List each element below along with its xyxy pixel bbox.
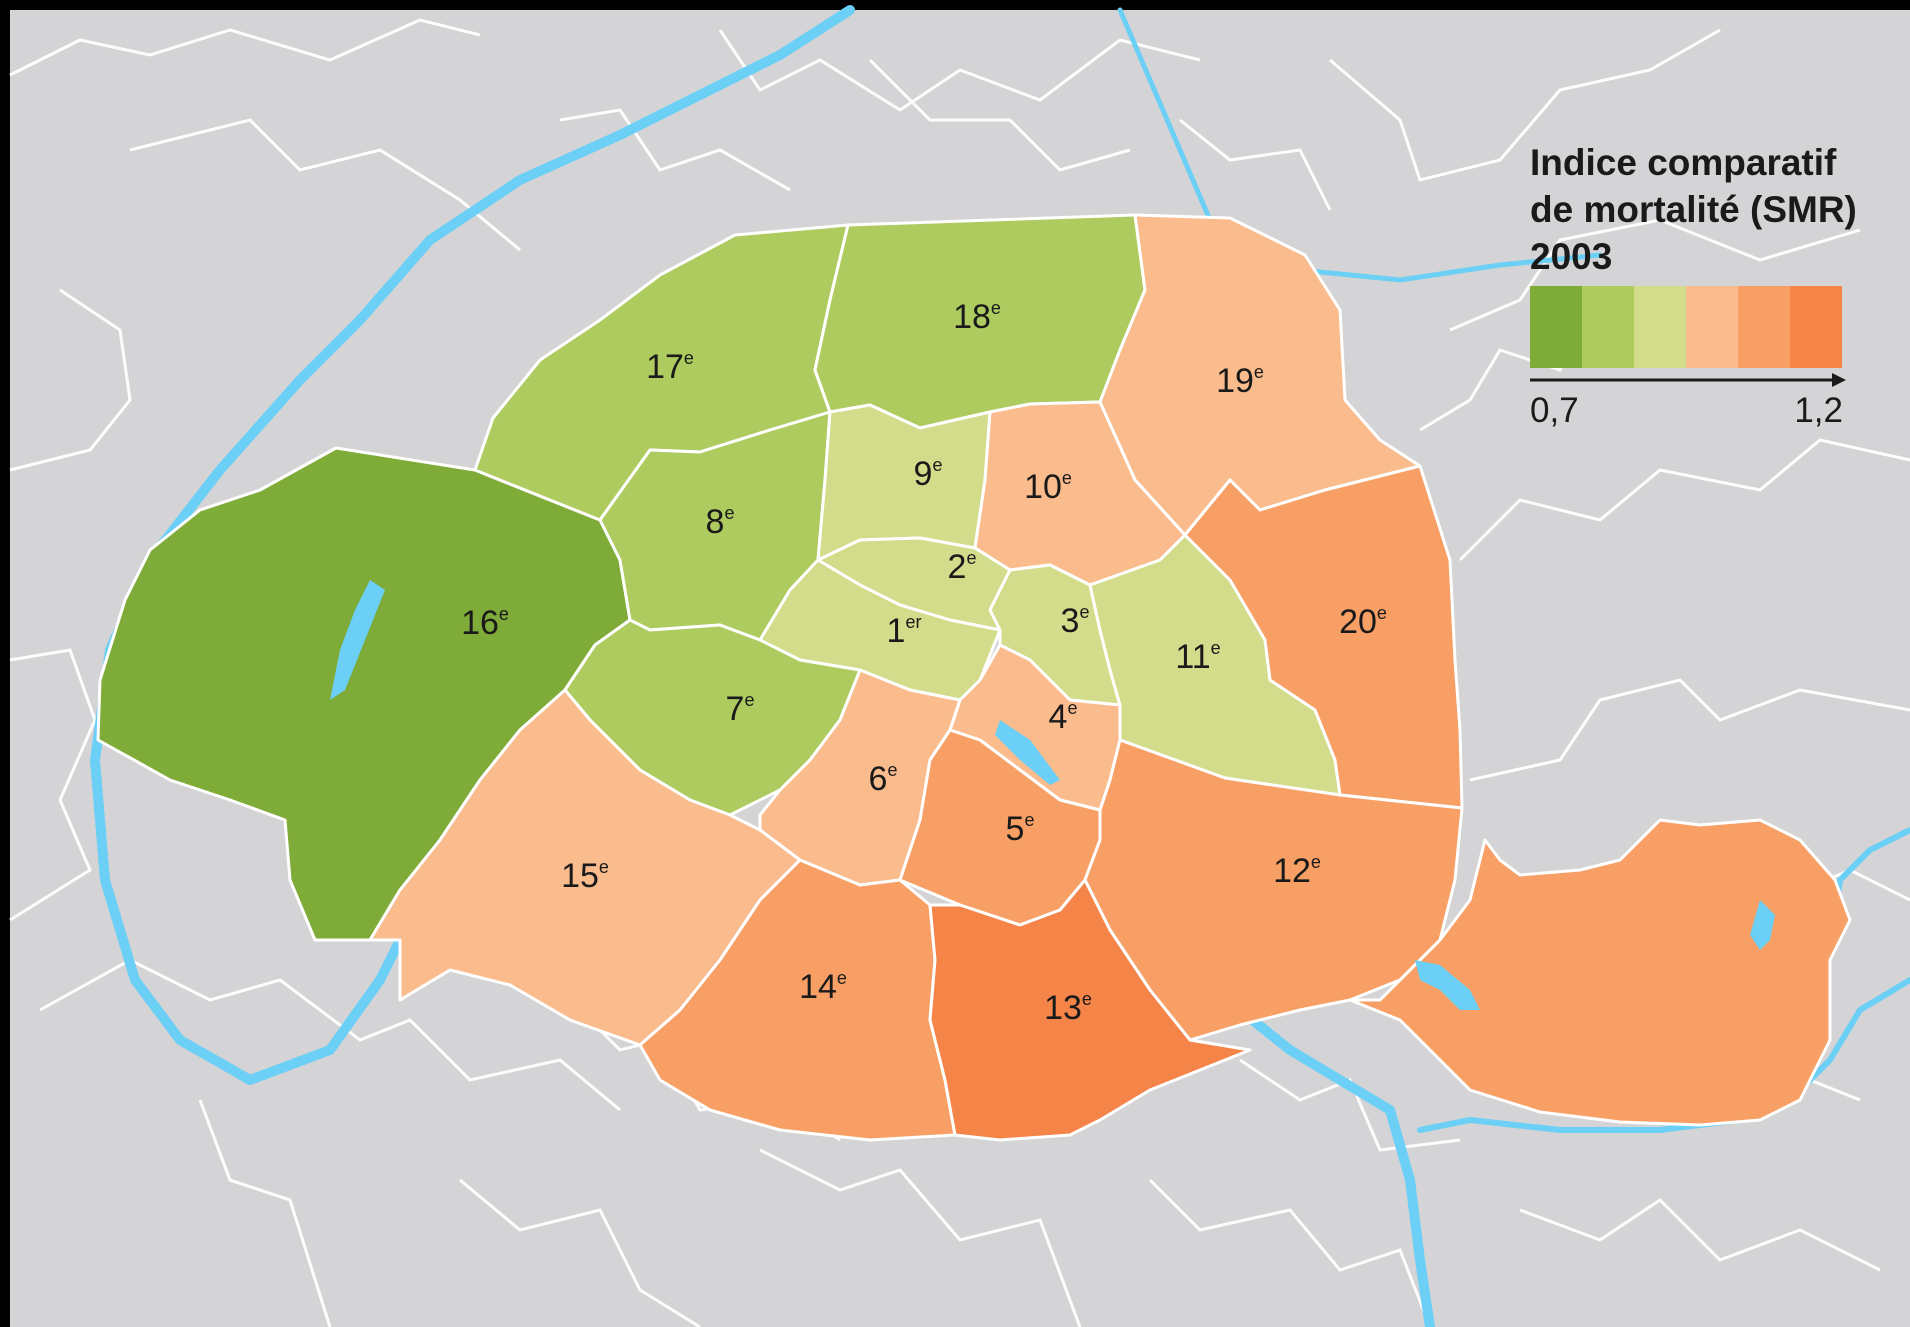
arrondissement-label-7: 7e <box>726 690 755 728</box>
arrondissement-label-20: 20e <box>1339 603 1387 641</box>
arrondissement-suffix: e <box>1377 603 1387 623</box>
arrondissement-number: 1 <box>887 612 906 650</box>
arrondissement-number: 4 <box>1049 698 1068 736</box>
legend-title-line-3: 2003 <box>1530 236 1612 277</box>
arrondissement-suffix: e <box>724 503 734 523</box>
arrondissement-number: 3 <box>1061 602 1080 640</box>
arrondissement-number: 11 <box>1175 638 1210 676</box>
legend-swatch <box>1686 286 1738 368</box>
arrondissement-label-17: 17e <box>646 348 694 386</box>
legend-min-label: 0,7 <box>1530 391 1579 430</box>
arrondissement-label-12: 12e <box>1273 852 1321 890</box>
legend-swatch <box>1790 286 1842 368</box>
legend-arrow-head <box>1832 373 1846 387</box>
legend-title-line-1: Indice comparatif <box>1530 142 1837 183</box>
arrondissement-suffix: er <box>905 612 921 632</box>
arrondissement-suffix: e <box>1254 362 1264 382</box>
lac-bois-de-boulogne <box>330 580 385 700</box>
arrondissement-label-18: 18e <box>953 298 1001 336</box>
legend: Indice comparatif de mortalité (SMR) 200… <box>1530 142 1857 430</box>
arrondissement-9[interactable] <box>816 403 992 562</box>
legend-swatches <box>1530 286 1842 368</box>
arrondissement-number: 17 <box>646 348 684 386</box>
arrondissement-number: 19 <box>1216 362 1254 400</box>
arrondissement-label-15: 15e <box>561 857 609 895</box>
arrondissement-labels: 1er2e3e4e5e6e7e8e9e10e11e12e13e14e15e16e… <box>461 298 1387 1027</box>
arrondissement-label-4: 4e <box>1049 698 1078 736</box>
lac-daumesnil <box>1415 960 1480 1010</box>
arrondissement-suffix: e <box>1079 602 1089 622</box>
arrondissement-20[interactable] <box>1183 464 1464 810</box>
arrondissement-label-14: 14e <box>799 968 847 1006</box>
arrondissement-number: 14 <box>799 968 837 1006</box>
arrondissement-number: 18 <box>953 298 991 336</box>
arrondissement-number: 5 <box>1006 810 1025 848</box>
arrondissement-suffix: e <box>684 348 694 368</box>
ile-de-la-cite-water <box>995 720 1060 785</box>
arrondissement-number: 16 <box>461 604 499 642</box>
arrondissement-suffix: e <box>966 548 976 568</box>
arrondissement-label-10: 10e <box>1024 468 1072 506</box>
arrondissement-13[interactable] <box>928 878 1252 1142</box>
arrondissement-suffix: e <box>499 604 509 624</box>
arrondissement-number: 12 <box>1273 852 1311 890</box>
lakes <box>330 580 1775 1010</box>
arrondissement-suffix: e <box>887 760 897 780</box>
arrondissement-suffix: e <box>1082 989 1092 1009</box>
arrondissement-suffix: e <box>1024 810 1034 830</box>
arrondissement-suffix: e <box>991 298 1001 318</box>
legend-title-line-2: de mortalité (SMR) <box>1530 189 1857 230</box>
arrondissement-number: 7 <box>726 690 745 728</box>
arrondissement-label-1: 1er <box>887 612 922 650</box>
arrondissement-suffix: e <box>599 857 609 877</box>
arrondissement-number: 20 <box>1339 603 1377 641</box>
legend-max-label: 1,2 <box>1794 391 1843 430</box>
arrondissement-number: 15 <box>561 857 599 895</box>
arrondissement-suffix: e <box>1062 468 1072 488</box>
arrondissement-label-2: 2e <box>948 548 977 586</box>
arrondissement-label-19: 19e <box>1216 362 1264 400</box>
arrondissement-label-13: 13e <box>1044 989 1092 1027</box>
arrondissement-number: 6 <box>869 760 888 798</box>
arrondissement-suffix: e <box>1211 638 1221 658</box>
arrondissement-label-8: 8e <box>706 503 735 541</box>
arrondissement-suffix: e <box>1311 852 1321 872</box>
arrondissement-12[interactable] <box>1083 738 1464 1042</box>
arrondissement-suffix: e <box>837 968 847 988</box>
arrondissement-number: 10 <box>1024 468 1062 506</box>
legend-swatch <box>1530 286 1582 368</box>
arrondissement-label-5: 5e <box>1006 810 1035 848</box>
arrondissement-number: 2 <box>948 548 967 586</box>
arrondissement-label-16: 16e <box>461 604 509 642</box>
legend-swatch <box>1582 286 1634 368</box>
arrondissement-label-9: 9e <box>914 455 943 493</box>
arrondissement-number: 9 <box>914 455 933 493</box>
arrondissement-number: 13 <box>1044 989 1082 1027</box>
arrondissement-number: 8 <box>706 503 725 541</box>
arrondissement-label-11: 11e <box>1175 638 1220 676</box>
arrondissement-suffix: e <box>1067 698 1077 718</box>
bois-de-vincennes[interactable] <box>1348 818 1852 1127</box>
legend-swatch <box>1738 286 1790 368</box>
arrondissement-label-6: 6e <box>869 760 898 798</box>
arrondissement-suffix: e <box>932 455 942 475</box>
legend-swatch <box>1634 286 1686 368</box>
arrondissements <box>96 213 1852 1142</box>
lac-des-minimes <box>1750 900 1775 950</box>
arrondissement-suffix: e <box>744 690 754 710</box>
arrondissement-label-3: 3e <box>1061 602 1090 640</box>
